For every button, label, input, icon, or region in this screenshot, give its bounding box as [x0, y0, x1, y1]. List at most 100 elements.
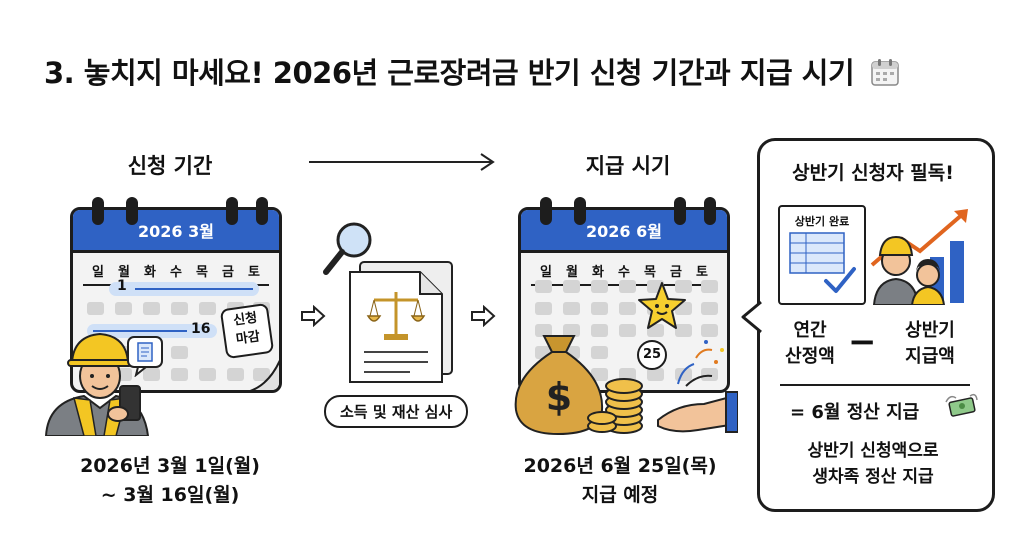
annual-amount-label: 연간 산정액 [770, 318, 850, 370]
march-weekdays: 일 월 화 수 목 금 토 [85, 261, 267, 280]
arrow-right-icon [309, 153, 495, 171]
review-label: 소득 및 재산 심사 [324, 395, 469, 428]
notice-heading: 상반기 신청자 필독! [792, 162, 954, 184]
caption-line: ~ 3월 16일(월) [100, 484, 240, 506]
day-cell [619, 280, 636, 293]
day-cell [619, 324, 636, 337]
arrow-right-icon [471, 305, 496, 327]
worker-with-phone-icon [44, 332, 150, 436]
binder-ring-icon [226, 197, 238, 225]
june-calendar: 2026 6월 일 월 화 수 목 금 토 25 [518, 207, 730, 393]
star-icon [638, 282, 686, 329]
table-check-icon [789, 232, 856, 293]
review-document-icon [323, 222, 453, 383]
caption-line: 지급 예정 [581, 484, 659, 506]
day-cell [563, 280, 580, 293]
day-cell [535, 302, 552, 315]
day-cell [591, 346, 608, 359]
settlement-footer: 상반기 신청액으로 생차족 정산 지급 [760, 438, 986, 490]
svg-text:$: $ [546, 375, 572, 419]
day-cell [619, 302, 636, 315]
half-year-amount-label: 상반기 지급액 [888, 318, 972, 370]
day-cell [199, 302, 216, 315]
weekday: 수 [170, 265, 182, 280]
money-bag-icon: $ [514, 335, 738, 436]
page-title: 3. 놓치지 마세요! 2026년 근로장려금 반기 신청 기간과 지급 시기 [44, 50, 900, 92]
range-line [135, 288, 253, 290]
weekday: 일 [540, 265, 552, 280]
day-cell [171, 368, 188, 381]
day-cell [647, 324, 664, 337]
weekday: 화 [592, 265, 604, 280]
settlement-result: = 6월 정산 지급 [790, 402, 920, 423]
weekday: 화 [144, 265, 156, 280]
weekday: 토 [248, 265, 260, 280]
formula-divider [780, 384, 970, 386]
day-cell [87, 302, 104, 315]
day-cell [535, 324, 552, 337]
day-cell [253, 368, 270, 381]
june-calendar-header: 2026 6월 [521, 210, 727, 253]
day-cell [171, 302, 188, 315]
caption-line: 2026년 6월 25일(목) [523, 455, 717, 477]
weekday: 일 [92, 265, 104, 280]
day-cell [171, 346, 188, 359]
money-wings-icon [945, 393, 978, 417]
weekday: 금 [222, 265, 234, 280]
doc-label: 상반기 완료 [794, 215, 850, 228]
day-cell [115, 302, 132, 315]
day-cell [591, 368, 608, 381]
binder-ring-icon [540, 197, 552, 225]
weekday: 토 [696, 265, 708, 280]
day-cell [563, 324, 580, 337]
binder-ring-icon [126, 197, 138, 225]
day-cell [199, 368, 216, 381]
march-calendar: 2026 3월 일 월 화 수 목 금 토 1 16 신청 마감 [70, 207, 282, 393]
calendar-icon [871, 59, 899, 86]
day-cell [701, 368, 718, 381]
binder-ring-icon [674, 197, 686, 225]
payment-date-caption: 2026년 6월 25일(목) 지급 예정 [500, 452, 740, 510]
formula-line: 지급액 [905, 346, 955, 367]
day-cell [143, 368, 160, 381]
formula-line: 상반기 [905, 320, 955, 341]
page-curl-icon [249, 359, 279, 390]
day-cell [227, 368, 244, 381]
june-weekdays: 일 월 화 수 목 금 토 [533, 261, 715, 280]
weekday: 목 [196, 265, 208, 280]
day-cell [675, 280, 692, 293]
binder-ring-icon [92, 197, 104, 225]
day-cell [647, 368, 664, 381]
formula-line: 연간 [793, 320, 827, 341]
weekday: 월 [566, 265, 578, 280]
deadline-stamp: 신청 마감 [219, 302, 275, 360]
start-day: 1 [117, 278, 127, 294]
application-heading: 신청 기간 [127, 154, 213, 178]
caption-line: 2026년 3월 1일(월) [80, 455, 260, 477]
binder-ring-icon [574, 197, 586, 225]
day-cell [535, 280, 552, 293]
day-cell [591, 302, 608, 315]
completed-document: 상반기 완료 [778, 205, 866, 305]
notice-panel [757, 138, 995, 512]
binder-ring-icon [704, 197, 716, 225]
footer-line: 생차족 정산 지급 [812, 467, 934, 487]
growth-family-icon [870, 209, 968, 305]
day-cell [591, 280, 608, 293]
pay-day-marker: 25 [637, 340, 667, 370]
payment-heading: 지급 시기 [585, 154, 671, 178]
speech-tail-icon [741, 300, 762, 334]
weekday: 수 [618, 265, 630, 280]
footer-line: 상반기 신청액으로 [807, 441, 939, 461]
weekday: 월 [118, 265, 130, 280]
day-cell [701, 280, 718, 293]
weekday: 금 [670, 265, 682, 280]
confetti-icon [677, 340, 724, 387]
range-line [93, 330, 187, 332]
day-cell [701, 324, 718, 337]
march-calendar-header: 2026 3월 [73, 210, 279, 253]
application-period-caption: 2026년 3월 1일(월) ~ 3월 16일(월) [50, 452, 290, 510]
formula-line: 산정액 [785, 346, 835, 367]
title-text: 3. 놓치지 마세요! 2026년 근로장려금 반기 신청 기간과 지급 시기 [44, 56, 855, 90]
day-cell [619, 368, 636, 381]
